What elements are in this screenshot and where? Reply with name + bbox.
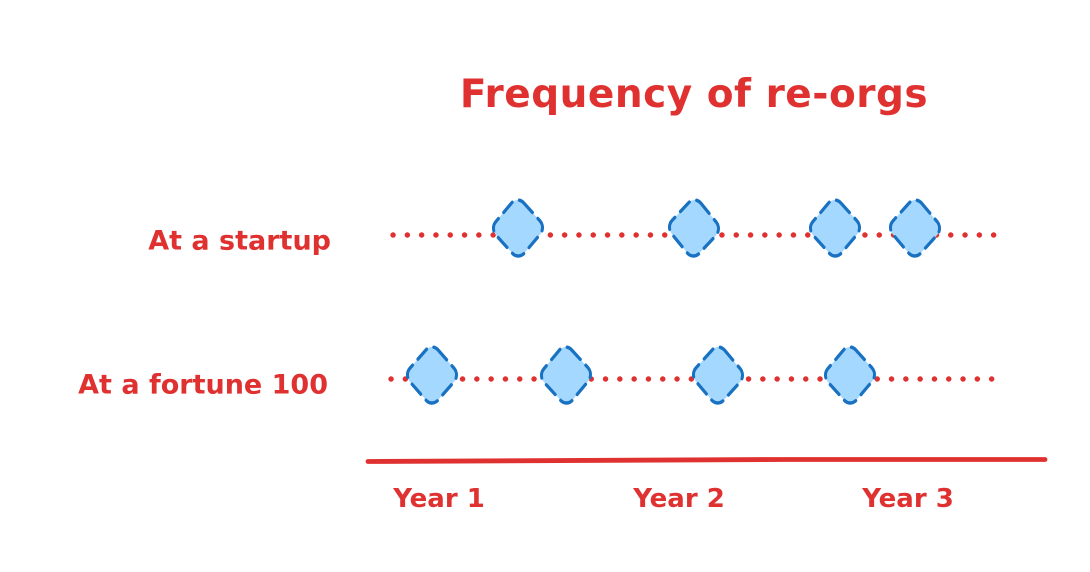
reorg-diamond-marker xyxy=(540,345,592,405)
x-tick-label-year-3: Year 3 xyxy=(862,484,954,514)
reorg-diamond-marker xyxy=(406,345,458,405)
reorg-diamond-marker xyxy=(668,198,720,258)
chart-title: Frequency of re-orgs xyxy=(459,72,929,117)
reorg-diamond-marker xyxy=(889,198,941,258)
reorg-diamond-marker xyxy=(492,198,544,258)
row-label-at-a-startup: At a startup xyxy=(148,225,331,257)
reorg-diamond-marker xyxy=(692,345,744,405)
x-tick-label-year-1: Year 1 xyxy=(393,484,485,514)
x-axis-line xyxy=(365,457,1048,464)
reorg-diamond-marker xyxy=(809,198,861,258)
reorg-diamond-marker xyxy=(824,345,876,405)
x-tick-label-year-2: Year 2 xyxy=(633,484,725,514)
row-label-at-a-fortune-100: At a fortune 100 xyxy=(78,369,328,401)
